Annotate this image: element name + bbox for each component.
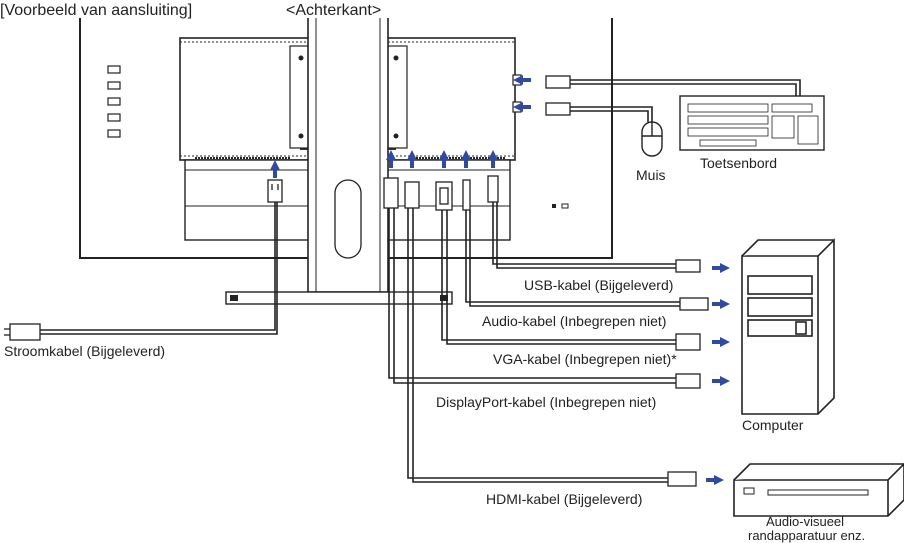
vga-cable-label: VGA-kabel (Inbegrepen niet)*: [493, 351, 677, 367]
rear-view-label: <Achterkant>: [286, 2, 381, 19]
mouse-label: Muis: [636, 167, 666, 183]
section-title: [Voorbeeld van aansluiting]: [0, 2, 192, 19]
computer-label: Computer: [742, 417, 804, 433]
av-device-label-1: Audio-visueel: [766, 514, 844, 529]
computer-arrows: [706, 263, 730, 485]
audio-cable-label: Audio-kabel (Inbegrepen niet): [482, 313, 666, 329]
av-device-icon: [733, 462, 904, 517]
usb-cable-label: USB-kabel (Bijgeleverd): [524, 277, 673, 293]
monitor-plugs: [267, 175, 499, 211]
mouse-icon: [641, 121, 663, 157]
keyboard-icon: [679, 95, 825, 151]
vent-slots: [107, 65, 121, 138]
stand-base: [225, 291, 453, 305]
cables: [40, 79, 801, 483]
hdmi-cable-label: HDMI-kabel (Bijgeleverd): [486, 491, 642, 507]
keyboard-label: Toetsenbord: [700, 155, 777, 171]
av-device-label-2: randapparatuur enz.: [748, 528, 865, 543]
cable-end-plugs: [4, 75, 709, 487]
displayport-cable-label: DisplayPort-kabel (Inbegrepen niet): [436, 394, 656, 410]
computer-icon: [741, 238, 835, 415]
monitor-back: [79, 18, 613, 305]
power-cable-label: Stroomkabel (Bijgeleverd): [4, 343, 165, 359]
cable-hole: [334, 179, 362, 259]
